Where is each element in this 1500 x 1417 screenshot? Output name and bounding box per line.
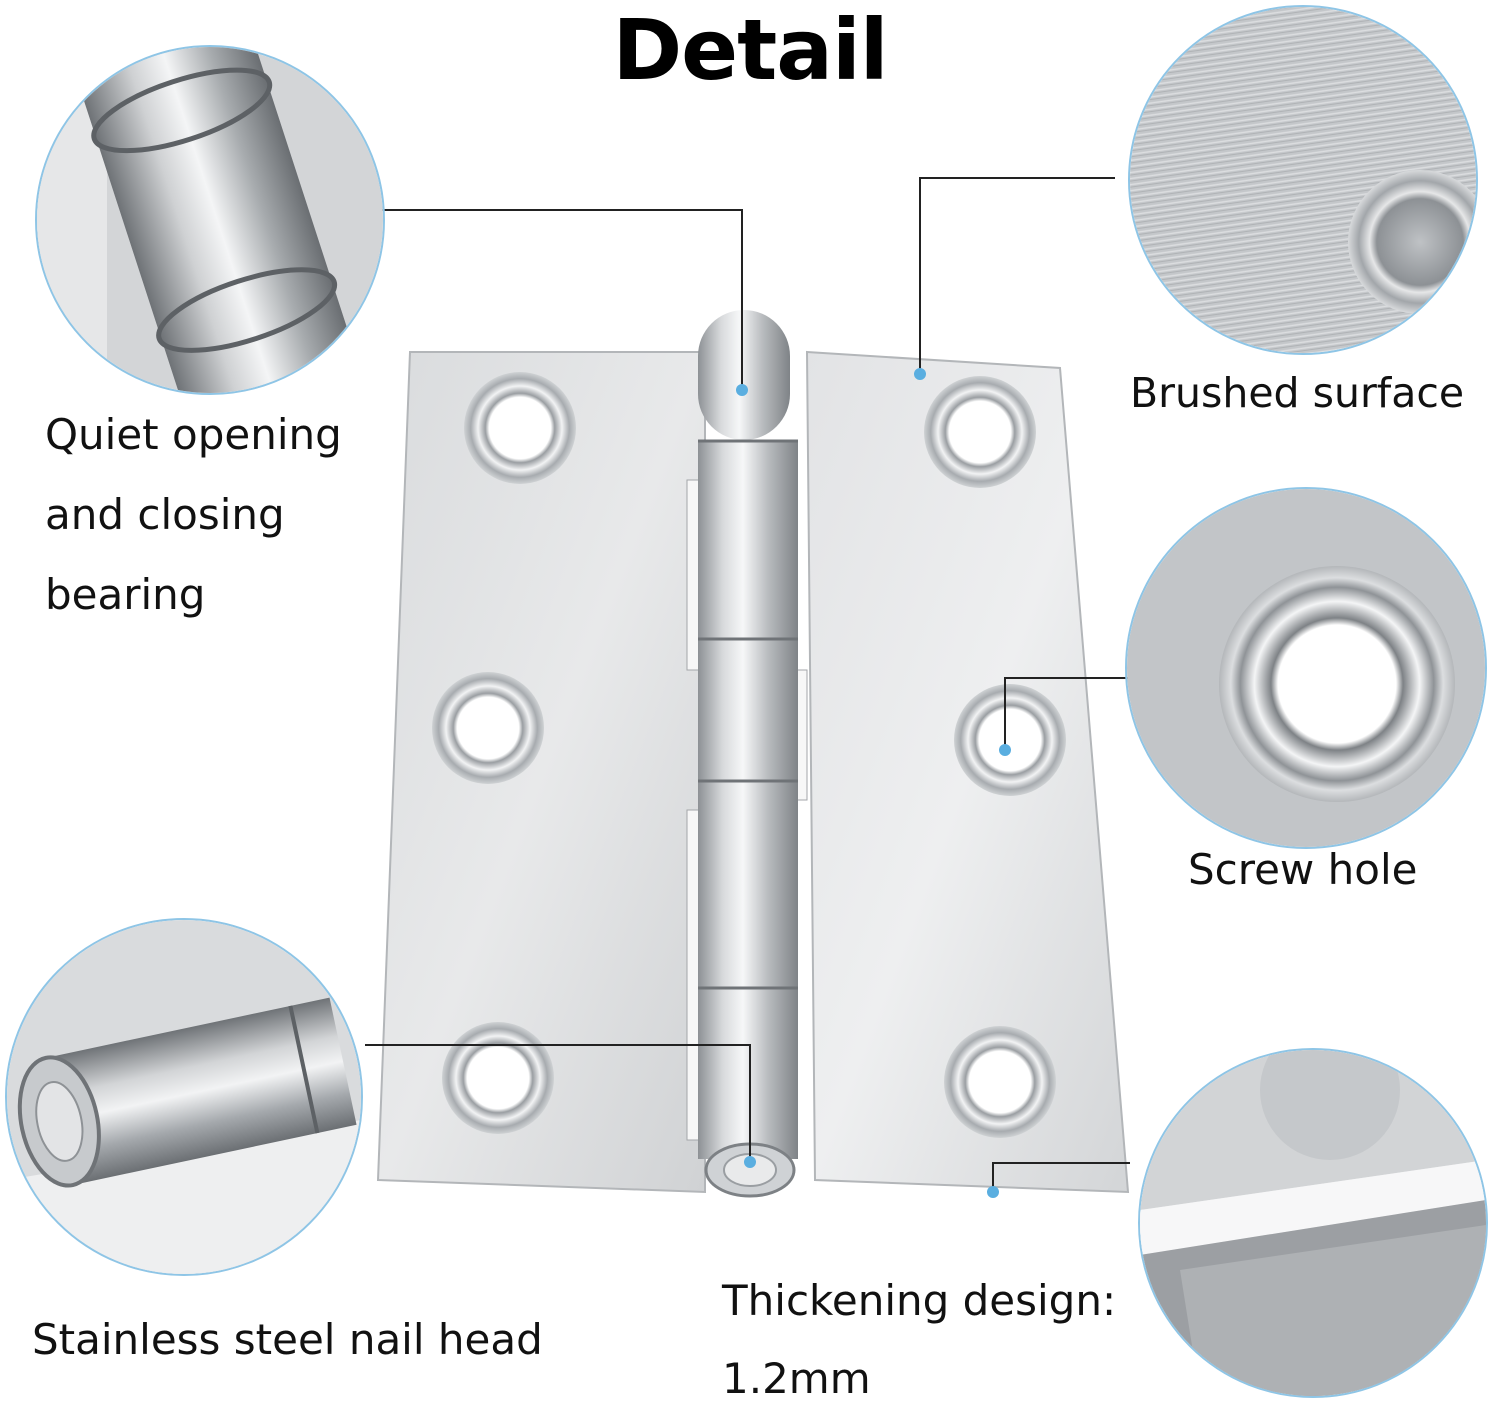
nail-head-detail-circle <box>5 918 363 1276</box>
quiet-bearing-label-line2: and closing <box>45 489 285 539</box>
page-title: Detail <box>612 1 888 99</box>
quiet-bearing-label: Quiet opening and closing bearing <box>45 395 405 634</box>
screw-hole-label: Screw hole <box>1188 845 1418 894</box>
nail-head-label: Stainless steel nail head <box>32 1315 543 1364</box>
quiet-bearing-label-line3: bearing <box>45 569 206 619</box>
brushed-surface-detail-circle <box>1128 5 1478 355</box>
quiet-bearing-label-line1: Quiet opening <box>45 410 342 459</box>
thickness-detail-circle <box>1138 1048 1488 1398</box>
thickening-design-label-line1: Thickening design: <box>722 1276 1117 1325</box>
brushed-surface-label: Brushed surface <box>1130 369 1465 417</box>
screw-hole-detail-circle <box>1125 487 1487 849</box>
hinge-illustration <box>376 310 1130 1198</box>
thickening-design-label: Thickening design: 1.2mm <box>722 1262 1162 1417</box>
thickening-design-label-line2: 1.2mm <box>722 1353 871 1403</box>
bearing-detail-circle <box>35 45 385 395</box>
